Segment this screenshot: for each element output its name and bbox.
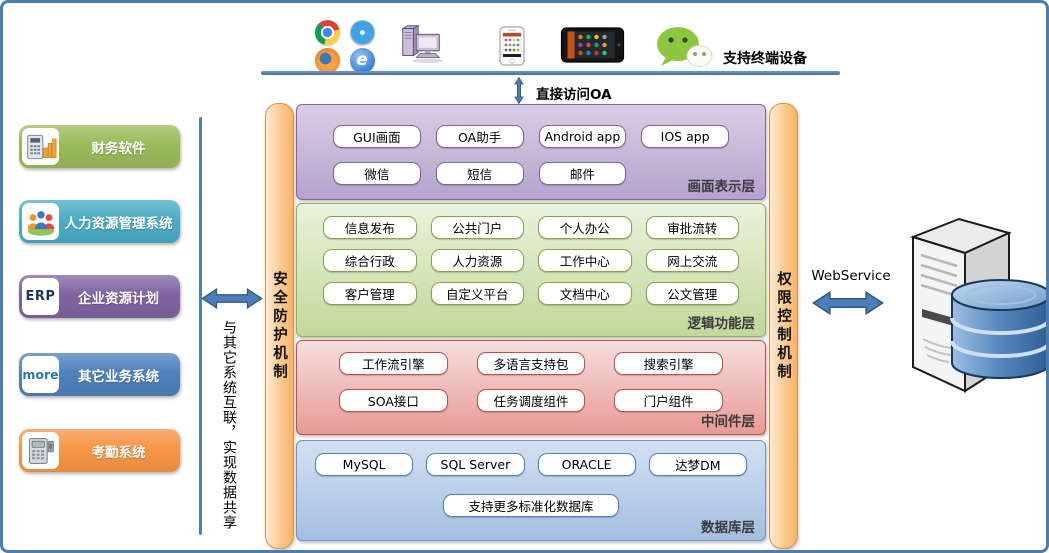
module-button[interactable]: 任务调度组件 [476,389,586,412]
module-button[interactable]: MySQL [315,453,414,476]
system-card-hr[interactable]: 人力资源管理系统 [19,200,180,243]
permission-bar: 权限控制机制 [769,103,798,549]
module-button-row: GUI画面 OA助手 Android app IOS app [333,125,729,148]
module-button[interactable]: ORACLE [537,453,636,476]
layer-name: 中间件层 [701,414,755,430]
module-button[interactable]: 文档中心 [538,282,632,305]
module-button[interactable]: 门户组件 [614,389,723,412]
direct-access-label: 直接访问OA [536,87,612,103]
module-button-row: 信息发布公共门户个人办公审批流转 [323,216,739,239]
module-button[interactable]: 公文管理 [645,282,739,305]
module-button-row: 工作流引擎 多语言支持包 搜索引擎 [339,352,723,375]
finance-icon [22,128,59,165]
module-button[interactable]: 工作流引擎 [339,352,448,375]
attendance-device-icon [22,432,59,469]
module-button[interactable]: 微信 [333,162,421,185]
module-button[interactable]: 信息发布 [323,216,417,239]
security-bar: 安全防护机制 [265,103,294,549]
module-button-row: 微信短信邮件 [333,162,729,185]
interconnect-boundary-line [199,117,202,535]
safari-icon [349,20,375,45]
system-card-label: 人力资源管理系统 [64,215,173,232]
system-card-label: 财务软件 [91,140,146,157]
wechat-icon [657,27,713,69]
module-button[interactable]: 公共门户 [430,216,524,239]
permission-bar-label: 权限控制机制 [775,270,791,382]
erp-icon-text: ERP [22,278,59,315]
ie-icon: e [349,48,375,73]
layer-name: 数据库层 [701,520,755,536]
layer-name: 逻辑功能层 [687,316,756,332]
system-card-finance[interactable]: 财务软件 [19,125,180,168]
module-button[interactable]: Android app [538,125,627,148]
desktop-pc-icon [401,24,444,64]
module-button-row: SOA接口 任务调度组件 门户组件 [339,389,723,412]
server-database-icon [909,217,1046,393]
module-button[interactable]: 短信 [435,162,524,185]
module-button[interactable]: OA助手 [435,125,524,148]
module-button-row: 综合行政人力资源工作中心网上交流 [323,249,739,272]
module-button[interactable]: 综合行政 [323,249,417,272]
system-card-erp[interactable]: ERP 企业资源计划 [19,275,180,318]
chrome-icon [315,20,340,45]
terminal-devices-label: 支持终端设备 [723,51,807,67]
module-button[interactable]: 个人办公 [538,216,632,239]
hr-people-icon [22,203,59,240]
module-button-row: 客户管理自定义平台文档中心公文管理 [323,282,739,305]
module-button[interactable]: SQL Server [426,453,525,476]
system-card-attendance[interactable]: 考勤系统 [19,429,180,472]
system-card-other[interactable]: more 其它业务系统 [19,353,180,396]
devices-boundary-line [261,71,840,75]
firefox-icon [315,48,340,73]
module-button[interactable]: 达梦DM [648,453,747,476]
interconnect-arrow [201,288,263,309]
more-icon-text: more [22,356,59,393]
module-button[interactable]: GUI画面 [333,125,421,148]
layer-logic: 信息发布公共门户个人办公审批流转综合行政人力资源工作中心网上交流客户管理自定义平… [296,203,766,337]
module-button[interactable]: 网上交流 [645,249,739,272]
module-button[interactable]: 自定义平台 [430,282,524,305]
module-button[interactable]: 搜索引擎 [614,352,723,375]
webservice-label: WebService [811,268,891,284]
layer-middleware: 工作流引擎 多语言支持包 搜索引擎 SOA接口 任务调度组件 门户组件 中间件层 [296,340,766,435]
direct-access-arrow [514,77,524,104]
interconnect-note: 与其它系统互联，实现数据共享 [221,320,237,530]
module-button[interactable]: SOA接口 [339,389,448,412]
system-card-label: 企业资源计划 [78,290,159,307]
module-button-row: 支持更多标准化数据库 [315,494,747,517]
layer-database: MySQL SQL Server ORACLE 达梦DM 支持更多标准化数据库 数据库层 [296,440,766,541]
browser-icons-group: e [315,20,377,73]
webservice-arrow [812,290,884,316]
tablet-icon [560,27,625,63]
layer-presentation: GUI画面 OA助手 Android app IOS app 微信短信邮件 画面表示层 [296,104,766,200]
module-button-row: MySQL SQL Server ORACLE 达梦DM [315,453,747,476]
module-button[interactable]: 人力资源 [430,249,524,272]
module-button[interactable]: 客户管理 [323,282,417,305]
module-button[interactable]: 支持更多标准化数据库 [443,494,619,517]
layer-name: 画面表示层 [687,179,756,195]
system-card-label: 其它业务系统 [78,368,159,385]
module-button[interactable]: 审批流转 [645,216,739,239]
module-button[interactable]: IOS app [641,125,729,148]
smartphone-icon [499,26,525,66]
module-button[interactable]: 多语言支持包 [476,352,586,375]
system-card-label: 考勤系统 [91,444,146,461]
module-button[interactable]: 工作中心 [538,249,632,272]
security-bar-label: 安全防护机制 [271,270,287,382]
module-button[interactable]: 邮件 [538,162,627,185]
